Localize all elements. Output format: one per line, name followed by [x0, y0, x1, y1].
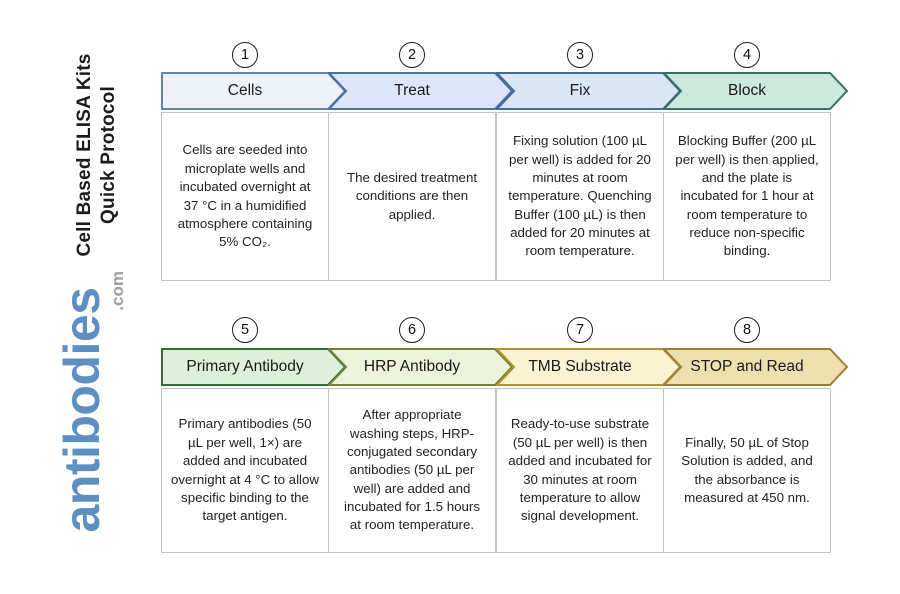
step-2-cell: 2 Treat The desired treatment conditions…	[328, 0, 513, 594]
step-7-number: 7	[575, 322, 585, 338]
brand-logo: antibodies .com	[54, 265, 129, 555]
step-5-number-badge: 5	[232, 317, 258, 343]
step-5-label: Primary Antibody	[186, 358, 304, 375]
brand-name: antibodies	[54, 287, 110, 533]
step-1-number-badge: 1	[232, 42, 258, 68]
step-2-banner: Treat	[328, 72, 513, 110]
step-4-number-badge: 4	[734, 42, 760, 68]
step-8-number-badge: 8	[734, 317, 760, 343]
step-5-cell: 5 Primary Antibody Primary antibodies (5…	[161, 0, 346, 594]
step-6-number-badge: 6	[399, 317, 425, 343]
step-1-number: 1	[240, 47, 250, 63]
title-line-2: Quick Protocol	[98, 86, 119, 224]
step-3-textbox: Fixing solution (100 µL per well) is add…	[496, 112, 664, 281]
step-4-label: Block	[728, 82, 766, 99]
step-8-textbox: Finally, 50 µL of Stop Solution is added…	[663, 388, 831, 553]
step-6-number: 6	[407, 322, 417, 338]
step-2-arrow-shape	[328, 72, 513, 110]
step-5-banner: Primary Antibody	[161, 348, 346, 386]
step-6-textbox: After appropriate washing steps, HRP-con…	[328, 388, 496, 553]
step-2-label: Treat	[394, 82, 430, 99]
step-3-description: Fixing solution (100 µL per well) is add…	[508, 133, 652, 259]
step-8-label: STOP and Read	[690, 358, 804, 375]
step-3-label: Fix	[569, 82, 591, 99]
step-3-number-badge: 3	[567, 42, 593, 68]
brand-tld: .com	[108, 271, 127, 311]
step-2-textbox: The desired treatment conditions are the…	[328, 112, 496, 281]
step-4-number: 4	[742, 47, 752, 63]
step-6-description: After appropriate washing steps, HRP-con…	[343, 407, 480, 533]
step-1-description: Cells are seeded into microplate wells a…	[177, 142, 313, 250]
step-6-arrow-shape	[328, 348, 513, 386]
step-1-banner: Cells	[161, 72, 346, 110]
step-5-number: 5	[240, 322, 250, 338]
step-4-textbox: Blocking Buffer (200 µL per well) is the…	[663, 112, 831, 281]
step-3-number: 3	[575, 47, 585, 63]
step-8-banner: STOP and Read	[663, 348, 848, 386]
step-5-textbox: Primary antibodies (50 µL per well, 1×) …	[161, 388, 329, 553]
step-7-textbox: Ready-to-use substrate (50 µL per well) …	[496, 388, 664, 553]
step-1-label: Cells	[227, 82, 263, 99]
step-8-cell: 8 STOP and Read Finally, 50 µL of Stop S…	[663, 0, 848, 594]
step-7-cell: 7 TMB Substrate Ready-to-use substrate (…	[496, 0, 681, 594]
step-2-number-badge: 2	[399, 42, 425, 68]
step-4-arrow-shape	[663, 72, 848, 110]
step-3-cell: 3 Fix Fixing solution (100 µL per well) …	[496, 0, 681, 594]
step-2-number: 2	[407, 47, 417, 63]
step-8-arrow-shape	[663, 348, 848, 386]
step-6-label: HRP Antibody	[363, 358, 461, 375]
step-2-description: The desired treatment conditions are the…	[346, 169, 478, 222]
step-7-label: TMB Substrate	[528, 358, 632, 375]
step-8-description: Finally, 50 µL of Stop Solution is added…	[681, 434, 813, 505]
step-8-number: 8	[742, 322, 752, 338]
step-7-description: Ready-to-use substrate (50 µL per well) …	[508, 416, 652, 524]
step-7-banner: TMB Substrate	[496, 348, 681, 386]
step-6-cell: 6 HRP Antibody After appropriate washing…	[328, 0, 513, 594]
vertical-title: Cell Based ELISA Kits Quick Protocol	[73, 35, 121, 275]
step-6-banner: HRP Antibody	[328, 348, 513, 386]
step-4-banner: Block	[663, 72, 848, 110]
title-line-1: Cell Based ELISA Kits	[74, 53, 95, 257]
step-7-number-badge: 7	[567, 317, 593, 343]
step-5-description: Primary antibodies (50 µL per well, 1×) …	[171, 416, 319, 524]
step-4-cell: 4 Block Blocking Buffer (200 µL per well…	[663, 0, 848, 594]
step-4-description: Blocking Buffer (200 µL per well) is the…	[675, 133, 819, 259]
